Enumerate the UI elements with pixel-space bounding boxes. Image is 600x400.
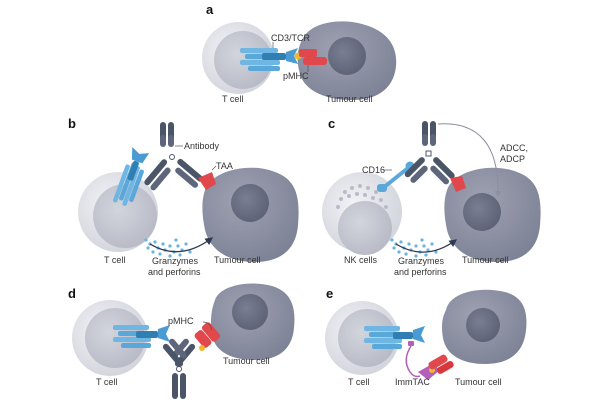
label-pmhc: pMHC	[283, 71, 309, 81]
label-t-cell: T cell	[348, 377, 369, 387]
granzymes-dots	[144, 238, 192, 258]
pmhc-complex	[294, 49, 327, 65]
label-adcc: ADCC,	[500, 143, 528, 153]
label-t-cell: T cell	[222, 94, 243, 104]
taa-antigen	[198, 172, 216, 190]
tumour-cell	[444, 167, 541, 262]
panel-b: b	[68, 116, 299, 277]
label-granzymes: Granzymes	[152, 256, 199, 266]
label-perforins: and perforins	[148, 267, 201, 277]
panel-letter-d: d	[68, 286, 76, 301]
panel-c: c	[322, 116, 541, 277]
panel-letter-a: a	[206, 2, 214, 17]
panel-a: a CD3/TCR pMHC T cell T	[202, 2, 397, 104]
label-pmhc: pMHC	[168, 316, 194, 326]
label-antibody: Antibody	[184, 141, 220, 151]
label-cd3-tcr: CD3/TCR	[271, 33, 311, 43]
label-nk-cells: NK cells	[344, 255, 378, 265]
label-tumour-cell: Tumour cell	[455, 377, 502, 387]
pmhc-complex	[428, 354, 454, 374]
tumour-cell	[202, 167, 299, 262]
t-cell	[78, 172, 158, 252]
panel-d: d	[68, 283, 295, 399]
label-tumour-cell: Tumour cell	[462, 255, 509, 265]
label-t-cell: T cell	[104, 255, 125, 265]
nk-granules	[336, 184, 388, 209]
tcr-complex	[364, 326, 425, 349]
panel-letter-b: b	[68, 116, 76, 131]
pmhc-complex	[194, 322, 221, 351]
label-perforins: and perforins	[394, 267, 447, 277]
panel-e: e T cell ImmTAC Tumour cel	[325, 286, 527, 387]
panel-letter-c: c	[328, 116, 335, 131]
label-cd16: CD16	[362, 165, 385, 175]
granzymes-dots	[390, 238, 438, 258]
cytotoxic-arrow	[395, 239, 458, 253]
label-adcp: ADCP	[500, 154, 525, 164]
tumour-cell	[442, 289, 527, 364]
label-taa: TAA	[216, 161, 233, 171]
label-tumour-cell: Tumour cell	[214, 255, 261, 265]
taa-antigen	[450, 176, 466, 192]
antibody	[404, 121, 455, 185]
adcc-arrow	[437, 123, 502, 197]
antibody	[144, 122, 204, 191]
tcr-complex	[113, 325, 170, 348]
tumour-cell	[211, 283, 295, 360]
label-tumour-cell: Tumour cell	[223, 356, 270, 366]
label-granzymes: Granzymes	[398, 256, 445, 266]
cytotoxic-arrow	[149, 237, 214, 253]
label-t-cell: T cell	[96, 377, 117, 387]
panel-letter-e: e	[326, 286, 333, 301]
tcr-complex	[113, 146, 150, 206]
tcr-complex	[240, 48, 298, 71]
label-immtac: ImmTAC	[395, 377, 430, 387]
antibody	[162, 338, 196, 399]
tumour-cell	[297, 21, 397, 100]
label-tumour-cell: Tumour cell	[326, 94, 373, 104]
